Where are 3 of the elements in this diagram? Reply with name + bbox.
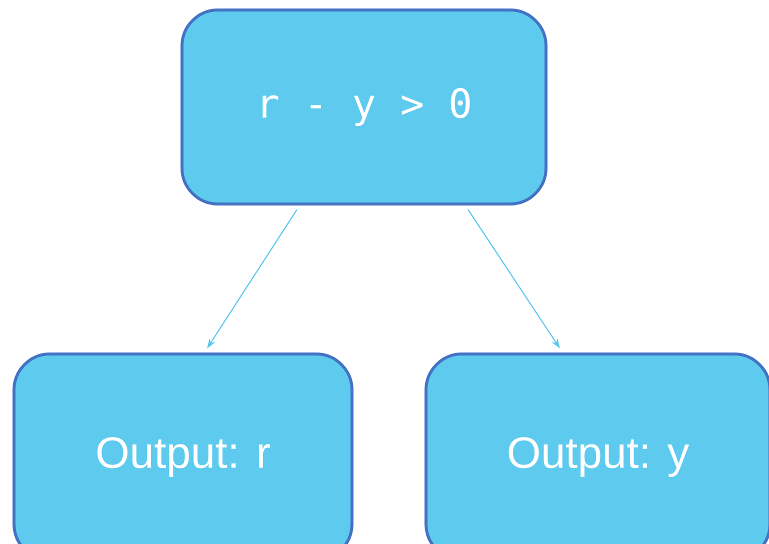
output-box: Output: y bbox=[424, 352, 769, 544]
decision-box: r - y > 0 bbox=[180, 8, 548, 206]
output-box: Output: r bbox=[12, 352, 354, 544]
